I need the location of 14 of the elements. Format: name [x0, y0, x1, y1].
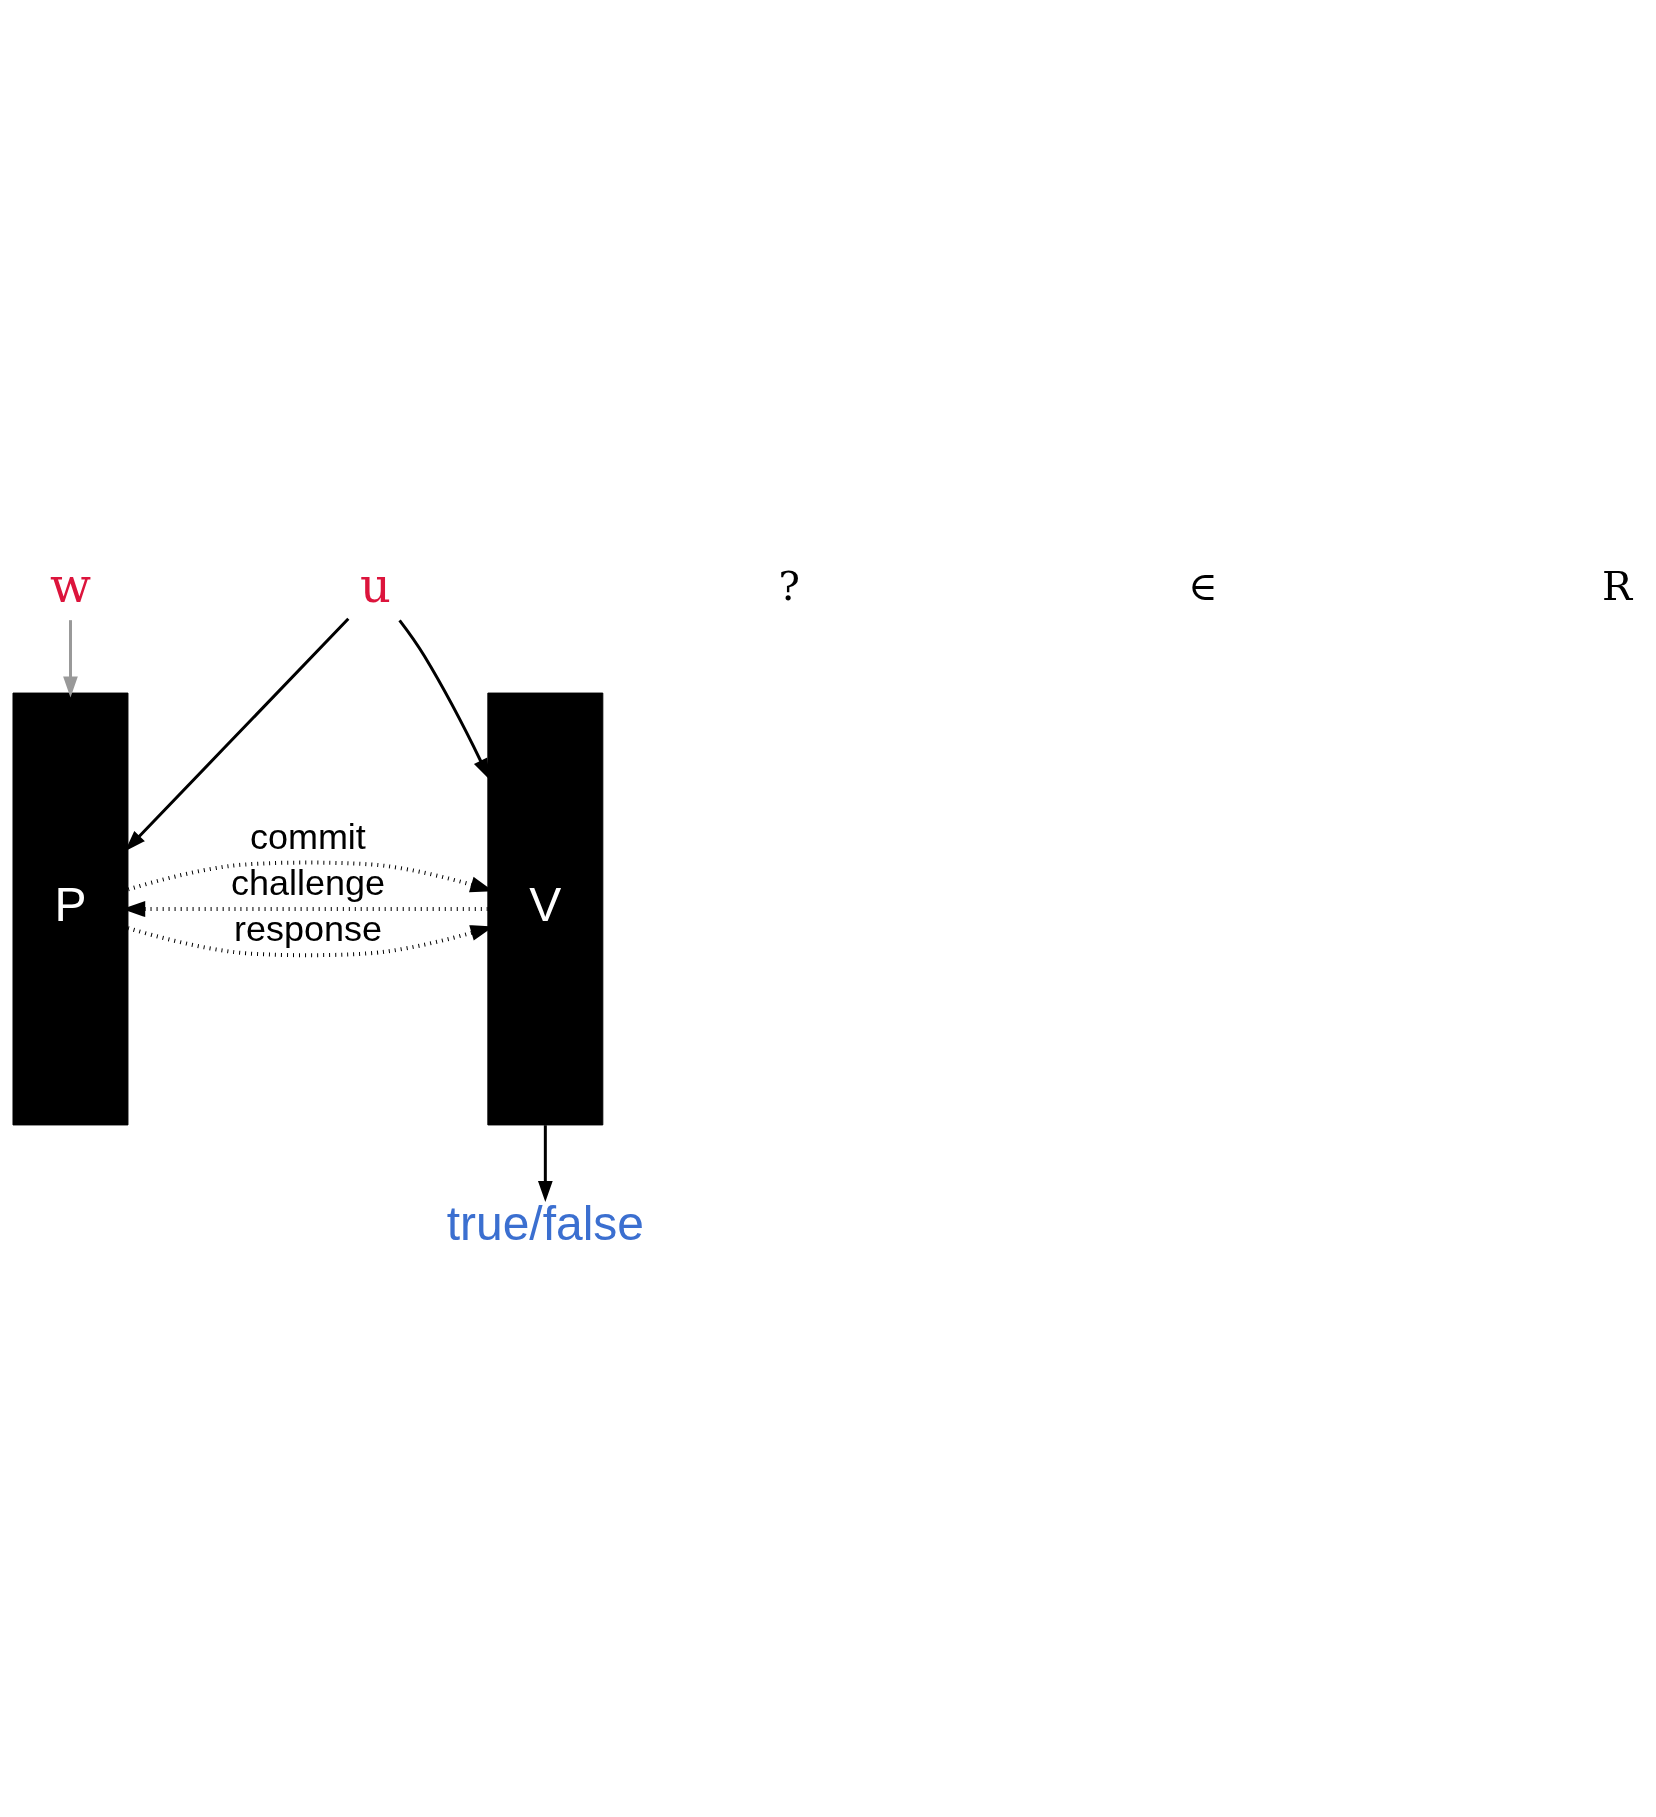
edge-label: commit	[249, 815, 366, 857]
node-box: P	[12, 692, 128, 1125]
node-text: w	[49, 555, 91, 612]
arrow	[537, 1124, 553, 1202]
edge-label: challenge	[230, 861, 385, 903]
label: ?	[778, 562, 800, 609]
edge-label: response	[233, 907, 382, 949]
label: ∈	[1187, 562, 1218, 609]
node-box: V	[486, 692, 603, 1125]
arrow	[397, 619, 490, 780]
arrow	[62, 619, 78, 698]
label: R	[1601, 562, 1632, 609]
node-text: true/false	[446, 1196, 644, 1250]
node-text: u	[359, 555, 391, 612]
